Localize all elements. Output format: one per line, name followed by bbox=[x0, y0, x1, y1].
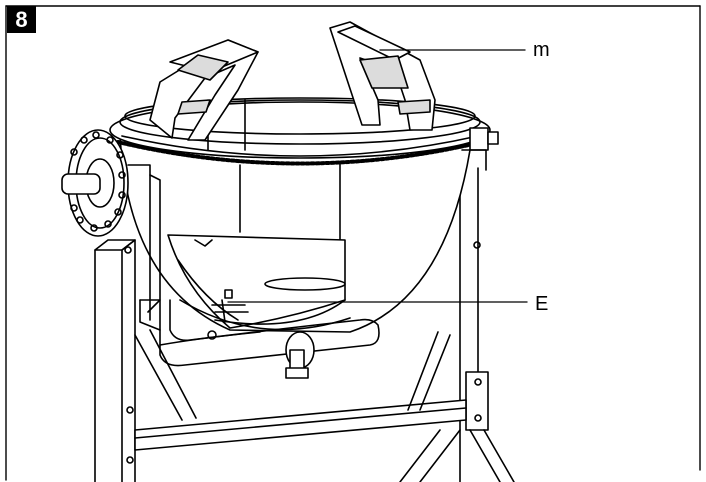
stand-frame bbox=[94, 167, 515, 482]
callout-label-e: E bbox=[535, 293, 549, 315]
figure-number-badge: 8 bbox=[7, 6, 36, 33]
callout-label-m: m bbox=[533, 39, 550, 61]
frame-border bbox=[5, 5, 701, 481]
right-pivot bbox=[461, 127, 499, 171]
lid-arms bbox=[149, 21, 436, 141]
drum bbox=[119, 134, 471, 333]
valve-marker bbox=[211, 289, 249, 323]
left-hub bbox=[61, 129, 161, 321]
drain-pipe bbox=[139, 299, 380, 379]
